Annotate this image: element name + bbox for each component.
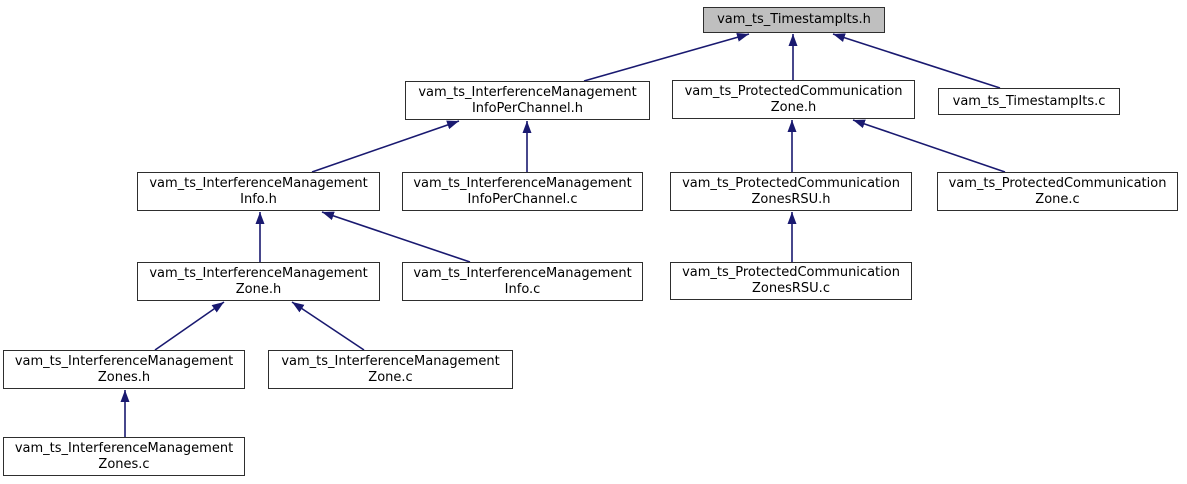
node-label: vam_ts_TimestampIts.h (717, 12, 871, 27)
graph-node-vam_ts_ProtectedCommunicationZonesRSU.h[interactable]: vam_ts_ProtectedCommunication ZonesRSU.h (670, 172, 912, 211)
graph-node-vam_ts_InterferenceManagementZone.c[interactable]: vam_ts_InterferenceManagement Zone.c (268, 350, 513, 389)
node-label: vam_ts_ProtectedCommunication (948, 175, 1167, 191)
node-label: ZonesRSU.h (751, 191, 831, 207)
node-label: InfoPerChannel.c (467, 191, 578, 207)
node-label: Zone.h (770, 99, 817, 115)
edge-Zones.h-to-Zone.h (154, 301, 225, 351)
node-label: vam_ts_InterferenceManagement (14, 353, 234, 369)
node-label: Info.c (504, 281, 541, 297)
graph-node-vam_ts_InterferenceManagementZone.h[interactable]: vam_ts_InterferenceManagement Zone.h (137, 262, 380, 301)
node-label: vam_ts_InterferenceManagement (281, 353, 500, 369)
graph-node-vam_ts_TimestampIts.h: vam_ts_TimestampIts.h (703, 7, 885, 33)
edge-InfoPerChannel.h-to-TimestampIts.h (583, 32, 750, 82)
node-label: vam_ts_InterferenceManagement (149, 175, 368, 191)
node-label: vam_ts_InterferenceManagement (413, 175, 632, 191)
node-label: vam_ts_ProtectedCommunication (684, 83, 903, 99)
graph-node-vam_ts_ProtectedCommunicationZone.c[interactable]: vam_ts_ProtectedCommunication Zone.c (937, 172, 1178, 211)
node-label: vam_ts_ProtectedCommunication (682, 265, 900, 280)
node-label: Zones.c (98, 456, 150, 472)
node-label: Zone.c (368, 369, 413, 385)
graph-node-vam_ts_ProtectedCommunicationZone.h[interactable]: vam_ts_ProtectedCommunication Zone.h (672, 80, 915, 119)
graph-node-vam_ts_TimestampIts.c[interactable]: vam_ts_TimestampIts.c (938, 88, 1120, 115)
node-label: Zone.c (1035, 191, 1080, 207)
graph-node-vam_ts_InterferenceManagementInfo.h[interactable]: vam_ts_InterferenceManagement Info.h (137, 172, 380, 211)
node-label: InfoPerChannel.h (471, 100, 584, 116)
edge-Info.c-to-Info.h (321, 211, 471, 263)
node-label: Zones.h (97, 369, 151, 385)
node-label: vam_ts_ProtectedCommunication (682, 175, 900, 191)
node-label: ZonesRSU.c (752, 281, 830, 296)
node-label: Info.h (240, 191, 277, 207)
graph-node-vam_ts_ProtectedCommunicationZonesRSU.c[interactable]: vam_ts_ProtectedCommunication ZonesRSU.c (670, 262, 912, 300)
graph-node-vam_ts_InterferenceManagementInfo.c[interactable]: vam_ts_InterferenceManagement Info.c (402, 262, 643, 301)
graph-node-vam_ts_InterferenceManagementZones.h[interactable]: vam_ts_InterferenceManagement Zones.h (3, 350, 245, 389)
edge-ProtectedCommunicationZone.c-to-ProtectedCommunicationZone.h (852, 119, 1006, 173)
node-label: vam_ts_InterferenceManagement (149, 265, 368, 281)
edge-Zone.c-to-Zone.h (291, 301, 365, 351)
edge-Info.h-to-InfoPerChannel.h (311, 120, 460, 173)
node-label: vam_ts_InterferenceManagement (14, 440, 234, 456)
node-label: vam_ts_InterferenceManagement (413, 265, 632, 281)
graph-node-vam_ts_InterferenceManagementInfoPerChannel.h[interactable]: vam_ts_InterferenceManagement InfoPerCha… (405, 81, 650, 120)
node-label: Zone.h (235, 281, 282, 297)
graph-node-vam_ts_InterferenceManagementInfoPerChannel.c[interactable]: vam_ts_InterferenceManagement InfoPerCha… (402, 172, 643, 211)
node-label: vam_ts_TimestampIts.c (952, 93, 1106, 109)
node-label: vam_ts_InterferenceManagement (418, 84, 637, 100)
graph-node-vam_ts_InterferenceManagementZones.c[interactable]: vam_ts_InterferenceManagement Zones.c (3, 437, 245, 476)
